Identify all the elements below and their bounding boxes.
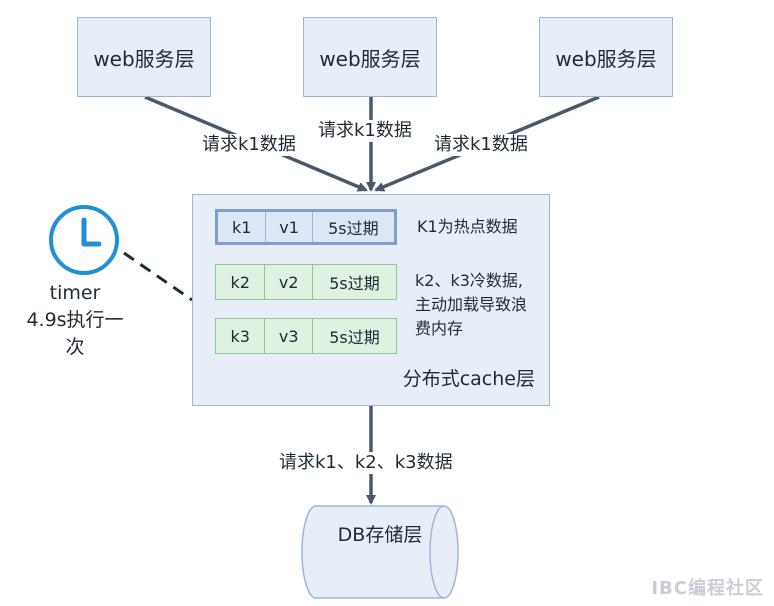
cache-value: v2	[265, 265, 313, 299]
web-layer-label: web服务层	[555, 46, 657, 71]
hot-data-note: K1为热点数据	[417, 217, 518, 236]
web-layer-label: web服务层	[93, 46, 195, 71]
cache-value: v3	[265, 319, 313, 353]
cold-note-line: 主动加载导致浪	[415, 295, 528, 314]
db-storage-label: DB存储层	[337, 524, 423, 546]
cache-row-k2: k2 v2 5s过期	[215, 264, 397, 300]
clock-icon	[49, 205, 119, 275]
watermark: IBC编程社区	[651, 578, 764, 599]
timer-label: timer 4.9s执行一次	[20, 280, 130, 361]
cold-note-line: k2、k3冷数据,	[415, 271, 523, 290]
cache-layer-title: 分布式cache层	[402, 368, 535, 390]
timer-interval: 4.9s执行一次	[26, 309, 124, 358]
cache-key: k3	[216, 319, 266, 353]
cache-key: k2	[216, 265, 266, 299]
timer-dashed-link	[123, 251, 193, 302]
request-label-right: 请求k1数据	[432, 134, 530, 156]
timer-name: timer	[49, 282, 101, 304]
cache-expiry: 5s过期	[328, 219, 379, 238]
distributed-cache-layer: k1 v1 5s过期 K1为热点数据 k2 v2 5s过期 k3 v3 5s过期…	[192, 194, 550, 406]
cache-expiry: 5s过期	[329, 274, 380, 293]
cold-note-line: 费内存	[415, 319, 464, 338]
db-cylinder	[301, 505, 459, 599]
web-layer-box-3: web服务层	[539, 17, 673, 97]
web-layer-label: web服务层	[319, 46, 421, 71]
cold-data-note: k2、k3冷数据, 主动加载导致浪 费内存	[415, 269, 527, 341]
cache-row-k3: k3 v3 5s过期	[215, 318, 397, 354]
cache-value: v1	[266, 212, 313, 242]
web-layer-box-2: web服务层	[303, 17, 437, 97]
request-label-middle: 请求k1数据	[316, 120, 414, 142]
cache-expiry: 5s过期	[329, 328, 380, 347]
web-layer-box-1: web服务层	[77, 17, 211, 97]
request-label-left: 请求k1数据	[200, 134, 298, 156]
request-label-db: 请求k1、k2、k3数据	[277, 452, 455, 474]
cache-row-k1: k1 v1 5s过期	[215, 209, 397, 245]
cache-key: k1	[218, 212, 267, 242]
